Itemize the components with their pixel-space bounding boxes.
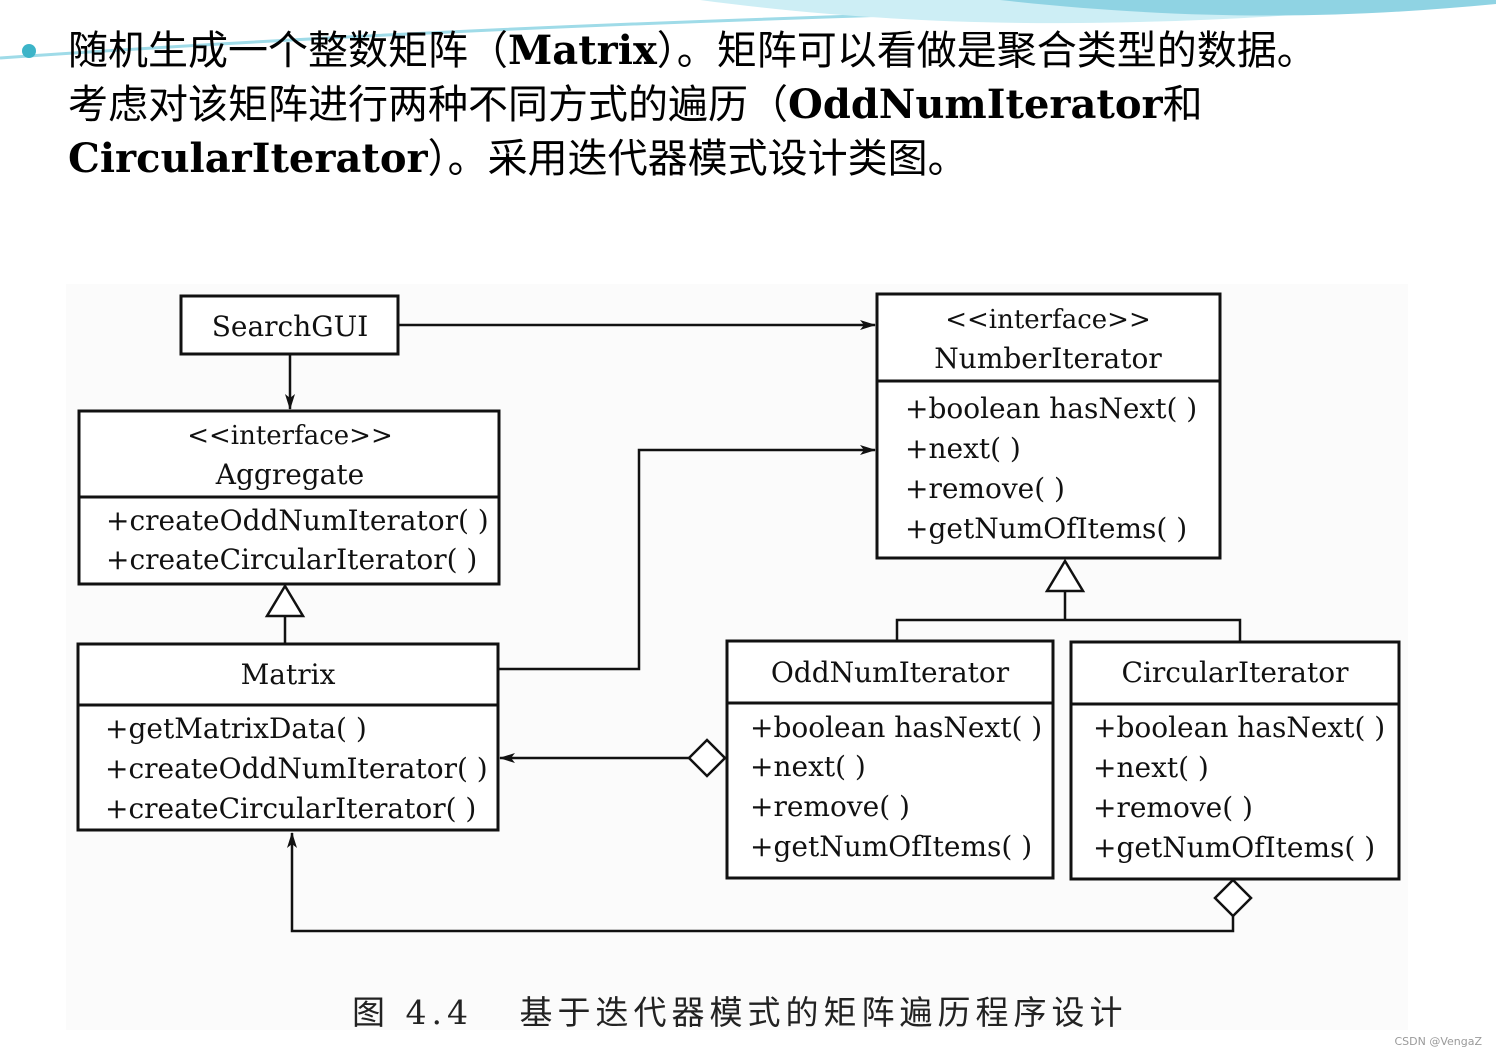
hollow-diamond-icon: [1213, 878, 1253, 918]
class-operation: +boolean hasNext( ): [1093, 711, 1385, 744]
class-operation: +next( ): [1093, 751, 1209, 784]
class-box: [725, 639, 1055, 880]
class-operation: +remove( ): [1093, 791, 1253, 824]
intro-term-oddnumiterator: OddNumIterator: [788, 81, 1163, 128]
association-matrix-numberiterator: [498, 445, 876, 671]
class-circulariterator: CircularIterator +boolean hasNext( ) +ne…: [1069, 640, 1401, 881]
class-operation: +createOddNumIterator( ): [106, 504, 489, 537]
figure-caption: 图 4.4 基于迭代器模式的矩阵遍历程序设计: [352, 993, 1128, 1032]
class-operation: +remove( ): [905, 472, 1065, 505]
bullet-dot: [22, 44, 36, 58]
class-box: [875, 292, 1222, 560]
class-name: NumberIterator: [934, 342, 1162, 375]
aggregation-circulariterator-matrix: [287, 832, 1253, 933]
class-operation: +createCircularIterator( ): [105, 792, 476, 825]
class-operation: +createOddNumIterator( ): [105, 752, 488, 785]
class-operation: +remove( ): [750, 790, 910, 823]
class-operation: +getNumOfItems( ): [905, 512, 1187, 545]
class-operation: +getNumOfItems( ): [750, 830, 1032, 863]
class-aggregate: <<interface>> Aggregate +createOddNumIte…: [77, 409, 501, 586]
class-operation: +next( ): [905, 432, 1021, 465]
watermark: CSDN @VengaZ: [1394, 1035, 1482, 1048]
class-operation: +getNumOfItems( ): [1093, 831, 1375, 864]
intro-term-circulariterator: CircularIterator: [68, 135, 428, 182]
class-operation: +createCircularIterator( ): [106, 543, 477, 576]
class-matrix: Matrix +getMatrixData( ) +createOddNumIt…: [76, 642, 500, 832]
wave-band: [1000, 0, 1496, 16]
class-box: [1069, 640, 1401, 881]
connector-line: [287, 832, 1235, 933]
class-numberiterator: <<interface>> NumberIterator +boolean ha…: [875, 292, 1222, 560]
class-box: [76, 642, 500, 832]
class-stereotype: <<interface>>: [945, 305, 1151, 335]
connector-line: [895, 618, 1242, 642]
class-operation: +getMatrixData( ): [105, 712, 367, 745]
intro-text-segment: 和: [1162, 82, 1203, 128]
intro-term-matrix: Matrix: [508, 27, 657, 74]
class-name: Matrix: [241, 658, 336, 691]
class-operation: +next( ): [750, 750, 866, 783]
class-operation: +boolean hasNext( ): [905, 392, 1197, 425]
hollow-triangle-icon: [264, 583, 306, 618]
hollow-triangle-icon: [1044, 558, 1086, 593]
class-name: CircularIterator: [1122, 656, 1350, 689]
intro-text-segment: 随机生成一个整数矩阵（: [68, 28, 508, 74]
intro-text-segment: ）。采用迭代器模式设计类图。: [427, 136, 968, 182]
hollow-diamond-icon: [687, 738, 727, 778]
class-name: SearchGUI: [212, 310, 369, 343]
class-operation: +boolean hasNext( ): [750, 711, 1042, 744]
intro-text-segment: 考虑对该矩阵进行两种不同方式的遍历（: [68, 82, 788, 128]
class-searchgui: SearchGUI: [179, 294, 400, 356]
class-stereotype: <<interface>>: [187, 421, 393, 451]
header-wave-decoration: [0, 0, 1496, 60]
aggregation-oddnumiterator-matrix: [499, 738, 727, 778]
intro-text: 随机生成一个整数矩阵（Matrix）。矩阵可以看做是聚合类型的数据。考虑对该矩阵…: [68, 24, 1468, 186]
realization-matrix-aggregate: [264, 583, 306, 644]
class-name: OddNumIterator: [771, 656, 1010, 689]
realization-iterators-numberiterator: [895, 558, 1242, 642]
intro-text-segment: ）。矩阵可以看做是聚合类型的数据。: [656, 28, 1317, 74]
class-oddnumiterator: OddNumIterator +boolean hasNext( ) +next…: [725, 639, 1055, 880]
class-name: Aggregate: [215, 458, 364, 491]
